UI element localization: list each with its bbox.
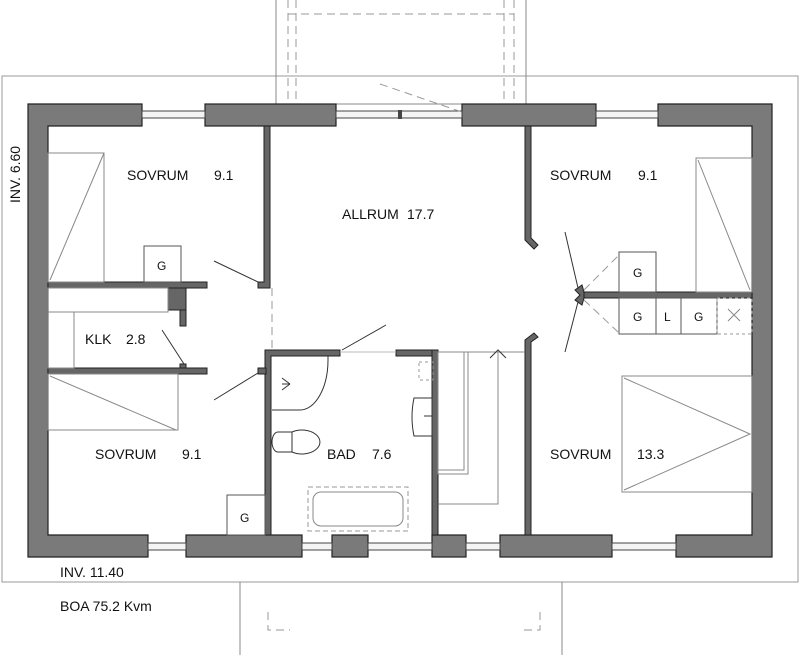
room-bad-area: 7.6 <box>372 446 392 462</box>
bathroom-fixtures <box>271 349 525 532</box>
room-sovrum-ne-area: 9.1 <box>638 167 658 183</box>
room-sovrum-se-area: 13.3 <box>637 446 664 462</box>
room-allrum-name: ALLRUM <box>342 206 399 222</box>
room-sovrum-sw-area: 9.1 <box>182 446 202 462</box>
wardrobe-label: G <box>240 511 249 525</box>
room-labels: SOVRUM 9.1 ALLRUM 17.7 SOVRUM 9.1 KLK 2.… <box>85 167 664 462</box>
linen-label: L <box>664 310 671 324</box>
terrace-bottom <box>239 582 563 655</box>
room-sovrum-nw-name: SOVRUM <box>127 167 188 183</box>
room-klk-name: KLK <box>85 331 112 347</box>
room-klk-area: 2.8 <box>126 331 146 347</box>
dimension-width: INV. 11.40 <box>60 564 124 580</box>
room-sovrum-sw-name: SOVRUM <box>95 446 156 462</box>
room-sovrum-ne-name: SOVRUM <box>550 167 611 183</box>
wardrobes: G G G G L G <box>47 152 753 536</box>
living-area-summary: BOA 75.2 Kvm <box>60 598 152 614</box>
balcony-top <box>275 0 527 105</box>
wardrobe-label: G <box>694 310 703 324</box>
room-sovrum-nw-area: 9.1 <box>214 167 234 183</box>
room-allrum-area: 17.7 <box>407 206 434 222</box>
doors <box>213 231 619 401</box>
room-sovrum-se-name: SOVRUM <box>550 446 611 462</box>
windows <box>141 83 677 551</box>
wardrobe-label: G <box>633 266 642 280</box>
room-bad-name: BAD <box>327 446 356 462</box>
dimension-depth: INV. 6.60 <box>7 146 23 203</box>
site-outline <box>1 75 799 583</box>
wardrobe-label: G <box>633 310 642 324</box>
wardrobe-label: G <box>157 259 166 273</box>
